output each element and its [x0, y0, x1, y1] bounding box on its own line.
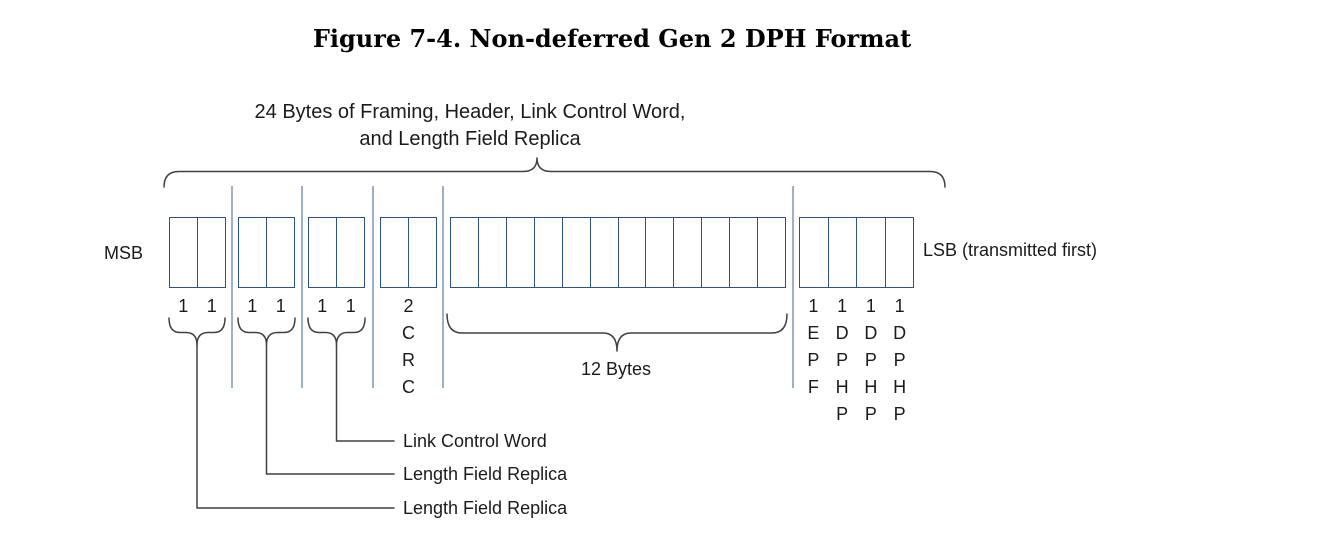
byte-cell [758, 218, 785, 287]
top-brace-label: 24 Bytes of Framing, Header, Link Contro… [255, 99, 686, 153]
msb-label: MSB [104, 243, 144, 263]
trailer-flag-char: P [893, 404, 906, 424]
trailer-flag-char: P [864, 404, 877, 424]
bit-count-label: 1 [317, 296, 328, 316]
byte-cell [857, 218, 886, 287]
top-brace-label-line1: 24 Bytes of Framing, Header, Link Contro… [254, 101, 686, 123]
trailer-flag-char: 1 [837, 296, 848, 316]
byte-cell [451, 218, 479, 287]
trailer-flag-char: 1 [808, 296, 819, 316]
trailer-flag-char: H [835, 377, 849, 397]
payload-12-bytes-brace [446, 313, 788, 352]
length-field-replica-1-brace [168, 317, 226, 346]
top-brace-label-line2: and Length Field Replica [359, 128, 581, 150]
byte-cell [886, 218, 914, 287]
group-separator-line [792, 186, 794, 388]
byte-cell [170, 218, 198, 287]
byte-cell [646, 218, 675, 287]
byte-cell [563, 218, 591, 287]
byte-cell [309, 218, 337, 287]
group-separator-line [231, 186, 233, 388]
trailer-flag-char: 1 [865, 296, 876, 316]
length-field-replica-2-brace [237, 317, 296, 346]
byte-cell [409, 218, 436, 287]
crc-char: C [402, 323, 415, 343]
trailer-flag-char: D [864, 323, 878, 343]
byte-cell [730, 218, 759, 287]
bit-count-label: 1 [275, 296, 286, 316]
byte-cell [702, 218, 731, 287]
byte-cell [535, 218, 563, 287]
link-control-word-brace [307, 317, 366, 346]
length-field-replica-2-callout-line [265, 344, 395, 475]
byte-cell [267, 218, 294, 287]
bit-count-label: 1 [206, 296, 217, 316]
trailer-flag-char: 1 [894, 296, 905, 316]
trailer-flag-char: P [836, 404, 849, 424]
byte-group-length-field-replica-1 [169, 217, 226, 288]
bit-count-label: 1 [345, 296, 356, 316]
group-separator-line [371, 186, 374, 388]
crc-char: C [402, 377, 415, 397]
trailer-flag-char: P [893, 350, 906, 370]
trailer-flag-char: P [864, 350, 877, 370]
crc-char: R [402, 350, 415, 370]
lsb-label: LSB (transmitted first) [923, 240, 1098, 260]
byte-cell [829, 218, 857, 287]
byte-group-length-field-replica-2 [238, 217, 295, 288]
byte-cell [239, 218, 267, 287]
byte-cell [479, 218, 507, 287]
group-separator-line [301, 186, 303, 388]
byte-cell [619, 218, 647, 287]
byte-group-payload-12-bytes [450, 217, 786, 288]
trailer-flag-char: F [807, 377, 819, 397]
byte-group-crc [380, 217, 437, 288]
byte-cell [381, 218, 409, 287]
bit-count-label: 1 [247, 296, 258, 316]
byte-cell [591, 218, 619, 287]
byte-group-trailer [799, 217, 914, 288]
byte-cell [674, 218, 703, 287]
bit-count-label: 1 [178, 296, 189, 316]
byte-cell [198, 218, 225, 287]
top-brace [163, 157, 946, 188]
group-separator-line [442, 186, 444, 388]
trailer-flag-char: P [836, 350, 849, 370]
callout-link-control-word: Link Control Word [403, 431, 547, 451]
trailer-flag-char: P [807, 350, 820, 370]
crc-char: 2 [403, 296, 414, 316]
trailer-flag-char: H [864, 377, 878, 397]
figure-title: Figure 7-4. Non-deferred Gen 2 DPH Forma… [312, 24, 912, 53]
byte-cell [507, 218, 535, 287]
byte-cell [800, 218, 829, 287]
callout-length-field-replica-2: Length Field Replica [403, 498, 568, 518]
payload-brace-label: 12 Bytes [580, 359, 652, 379]
trailer-flag-char: H [893, 377, 907, 397]
byte-cell [337, 218, 364, 287]
trailer-flag-char: D [893, 323, 907, 343]
trailer-flag-char: E [807, 323, 820, 343]
callout-length-field-replica-1: Length Field Replica [403, 464, 568, 484]
length-field-replica-1-callout-line [196, 344, 395, 509]
byte-group-link-control-word [308, 217, 365, 288]
trailer-flag-char: D [835, 323, 849, 343]
